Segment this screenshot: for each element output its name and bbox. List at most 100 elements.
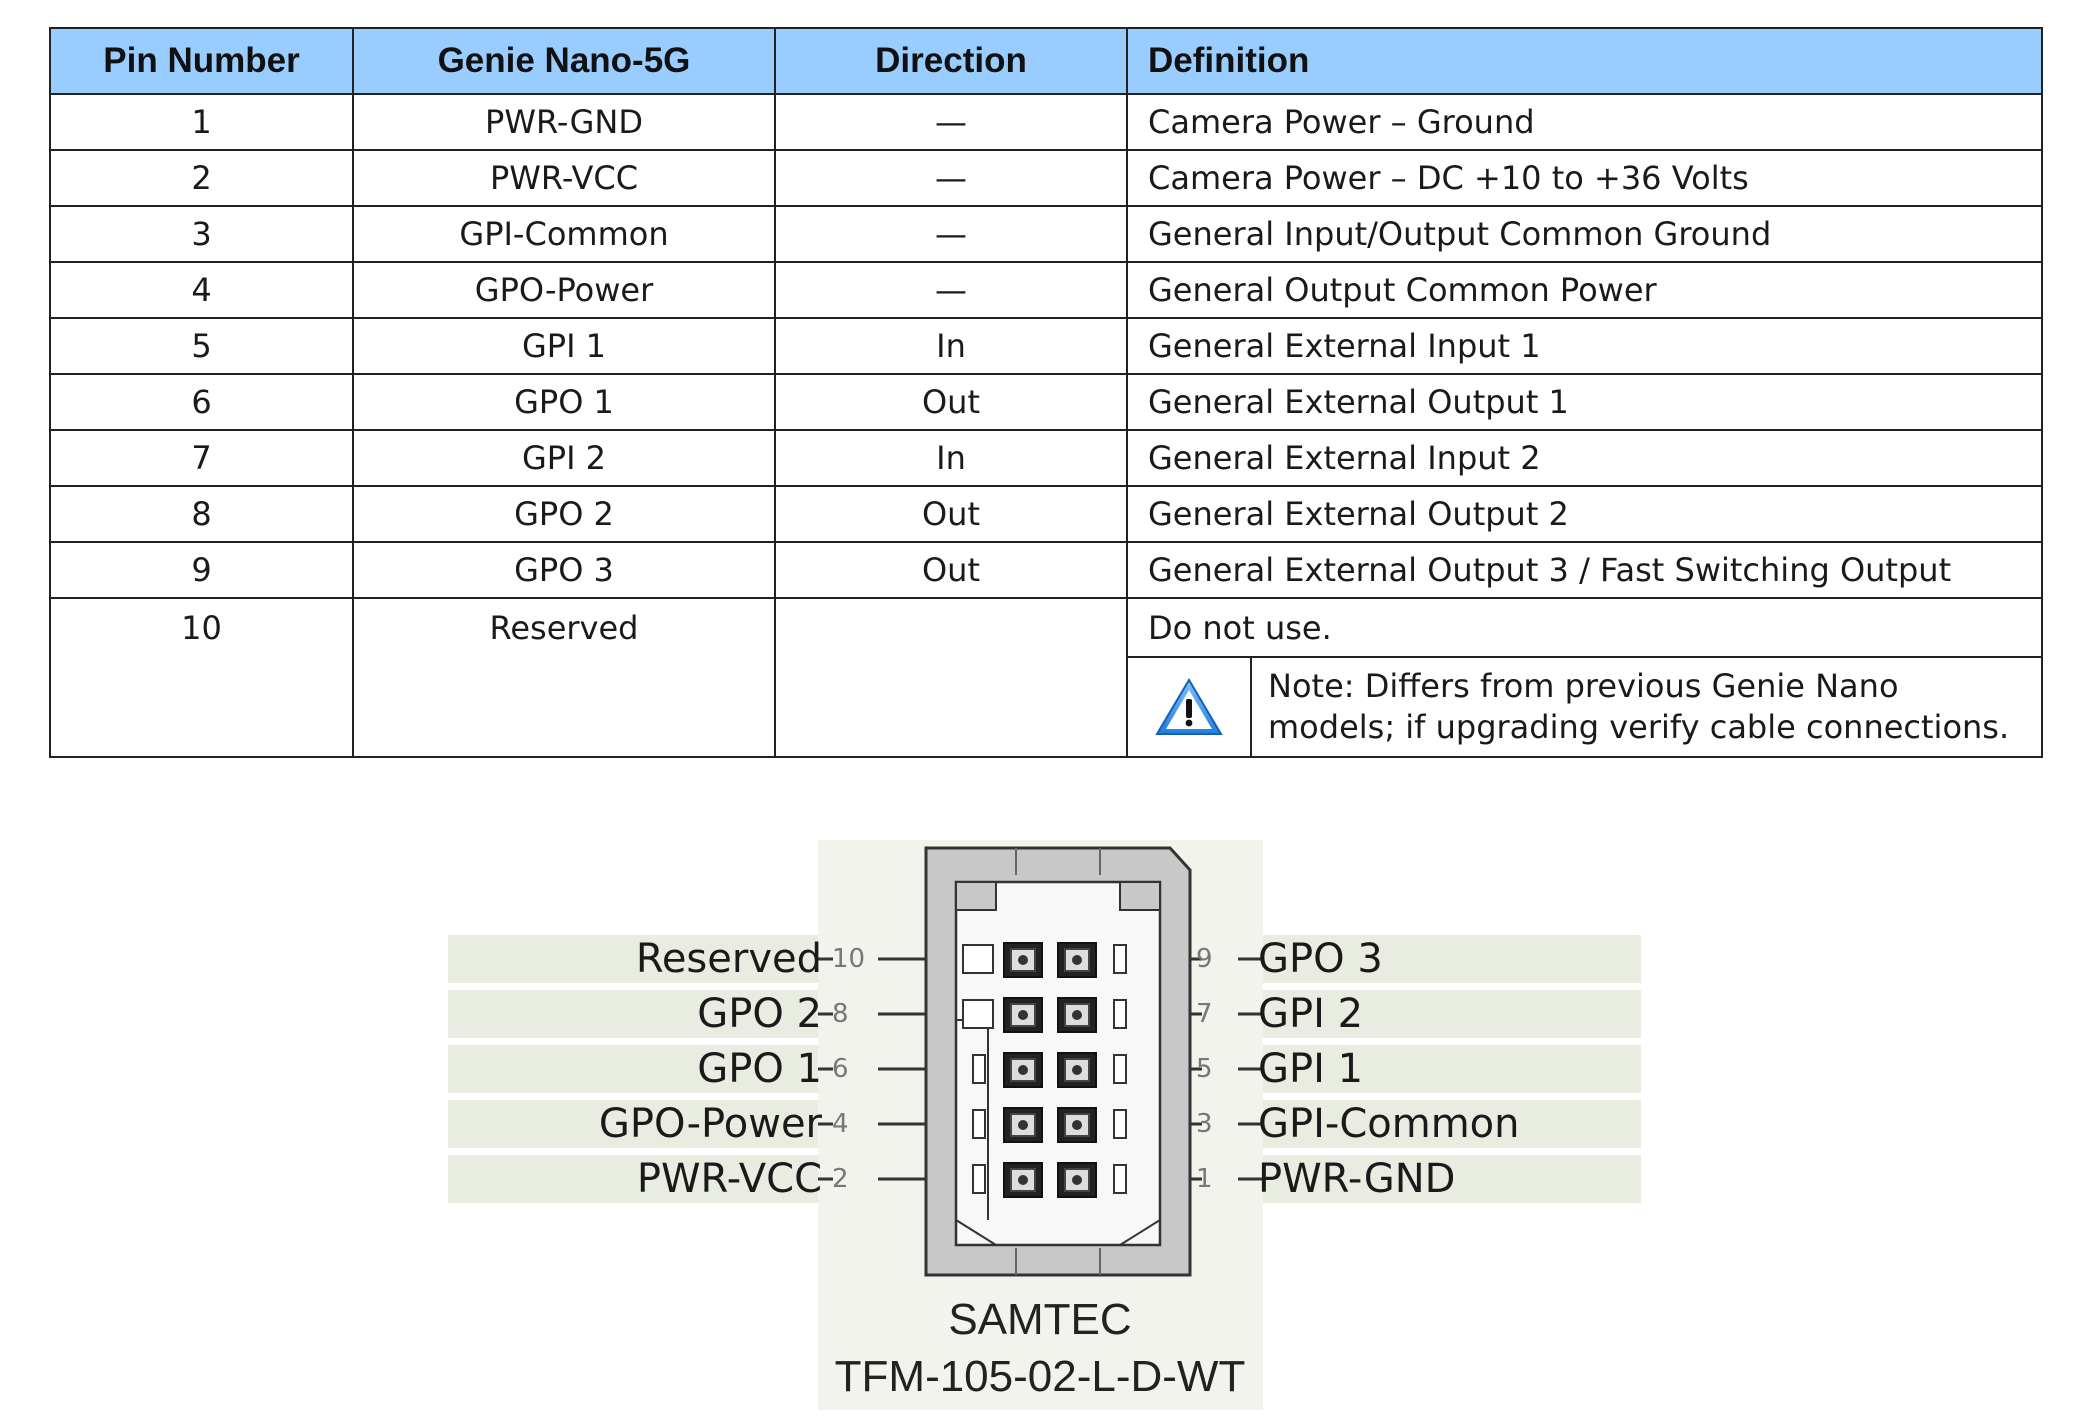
- cell-name: GPI 2: [352, 429, 776, 487]
- cell-pin: 5: [49, 317, 354, 375]
- left-pin-label: GPO-Power: [598, 1101, 822, 1147]
- cell-pin: 6: [49, 373, 354, 431]
- right-pin-number: 9: [1196, 944, 1213, 974]
- label-band-right: [1263, 1045, 1641, 1093]
- cell-name: PWR-VCC: [352, 149, 776, 207]
- left-pin-label: GPO 2: [697, 991, 822, 1037]
- cell-name: GPO 3: [352, 541, 776, 599]
- left-pin-label: Reserved: [635, 936, 822, 982]
- side-contact: [972, 1164, 986, 1194]
- header-pin-number: Pin Number: [49, 27, 354, 95]
- side-contact: [1113, 1109, 1127, 1139]
- label-band-right: [1263, 1100, 1641, 1148]
- connector-pin: [1003, 1107, 1043, 1143]
- side-contact: [1113, 999, 1127, 1029]
- header-genie-nano: Genie Nano-5G: [352, 27, 776, 95]
- cell-pin: 4: [49, 261, 354, 319]
- left-pin-number: 10: [832, 944, 866, 974]
- side-contact: [1113, 1164, 1127, 1194]
- warning-icon: [1155, 678, 1223, 735]
- right-pin-number: 5: [1196, 1054, 1213, 1084]
- table-row-reserved: 10 Reserved Do not use.: [49, 597, 2043, 758]
- cell-pin: 7: [49, 429, 354, 487]
- connector-pin: [1003, 1052, 1043, 1088]
- cell-direction: In: [774, 317, 1128, 375]
- cell-definition: General External Input 1: [1126, 317, 2043, 375]
- connector-drawing: [818, 840, 1263, 1410]
- right-pin-label: GPI-Common: [1258, 1101, 1520, 1147]
- cell-definition: General Input/Output Common Ground: [1126, 205, 2043, 263]
- note-line-2: models; if upgrading verify cable connec…: [1268, 708, 2010, 746]
- note-text: Note: Differs from previous Genie Nano m…: [1252, 658, 2025, 756]
- cell-name: GPO-Power: [352, 261, 776, 319]
- connector-pin: [1003, 997, 1043, 1033]
- cell-direction: —: [774, 261, 1128, 319]
- cell-name: GPI-Common: [352, 205, 776, 263]
- cell-pin: 10: [49, 597, 354, 758]
- cell-direction: —: [774, 93, 1128, 151]
- cell-pin: 3: [49, 205, 354, 263]
- left-pin-number: 8: [832, 999, 849, 1029]
- right-pin-number: 1: [1196, 1164, 1213, 1194]
- label-band-left: [448, 935, 820, 983]
- cell-name: Reserved: [352, 597, 776, 758]
- right-pin-label: GPO 3: [1258, 936, 1383, 982]
- label-band-left: [448, 990, 820, 1038]
- connector-pin: [1057, 942, 1097, 978]
- left-pin-number: 4: [832, 1109, 849, 1139]
- side-contact: [972, 1054, 986, 1084]
- right-pin-number: 3: [1196, 1109, 1213, 1139]
- label-band-right: [1263, 1155, 1641, 1203]
- cell-direction: —: [774, 205, 1128, 263]
- cell-direction: Out: [774, 373, 1128, 431]
- side-contact: [1113, 944, 1127, 974]
- connector-pin: [1003, 1162, 1043, 1198]
- cell-pin: 2: [49, 149, 354, 207]
- note-line-1: Note: Differs from previous Genie Nano: [1268, 667, 1899, 705]
- pin-definition-table: Pin Number Genie Nano-5G Direction Defin…: [49, 27, 2043, 758]
- cell-definition-reserved: Do not use.: [1126, 597, 2043, 758]
- connector-pin: [1057, 1107, 1097, 1143]
- left-pin-number: 2: [832, 1164, 849, 1194]
- side-contact: [972, 1109, 986, 1139]
- cell-definition: Camera Power – Ground: [1126, 93, 2043, 151]
- note-icon-cell: [1128, 658, 1252, 756]
- cell-direction: [774, 597, 1128, 758]
- connector-pin: [1057, 1052, 1097, 1088]
- cell-pin: 1: [49, 93, 354, 151]
- right-pin-label: GPI 2: [1258, 991, 1364, 1037]
- connector-caption-line-2: TFM-105-02-L-D-WT: [834, 1352, 1246, 1401]
- connector-pin: [1057, 997, 1097, 1033]
- label-band-right: [1263, 990, 1641, 1038]
- left-pin-label: PWR-VCC: [636, 1156, 822, 1202]
- table-header-row: Pin Number Genie Nano-5G Direction Defin…: [49, 27, 2043, 95]
- connector-pin: [1003, 942, 1043, 978]
- left-pin-number: 6: [832, 1054, 849, 1084]
- cell-name: GPI 1: [352, 317, 776, 375]
- label-band-left: [448, 1100, 820, 1148]
- reserved-definition: Do not use.: [1148, 609, 1332, 647]
- cell-definition: General External Input 2: [1126, 429, 2043, 487]
- cell-definition: General Output Common Power: [1126, 261, 2043, 319]
- label-band-left: [448, 1155, 820, 1203]
- cell-definition: General External Output 3 / Fast Switchi…: [1126, 541, 2043, 599]
- cell-direction: In: [774, 429, 1128, 487]
- header-definition: Definition: [1126, 27, 2043, 95]
- label-band-right: [1263, 935, 1641, 983]
- connector-caption-line-1: SAMTEC: [948, 1295, 1132, 1344]
- cell-direction: Out: [774, 541, 1128, 599]
- cell-name: GPO 1: [352, 373, 776, 431]
- cell-definition: Camera Power – DC +10 to +36 Volts: [1126, 149, 2043, 207]
- cell-name: GPO 2: [352, 485, 776, 543]
- left-pin-label: GPO 1: [697, 1046, 822, 1092]
